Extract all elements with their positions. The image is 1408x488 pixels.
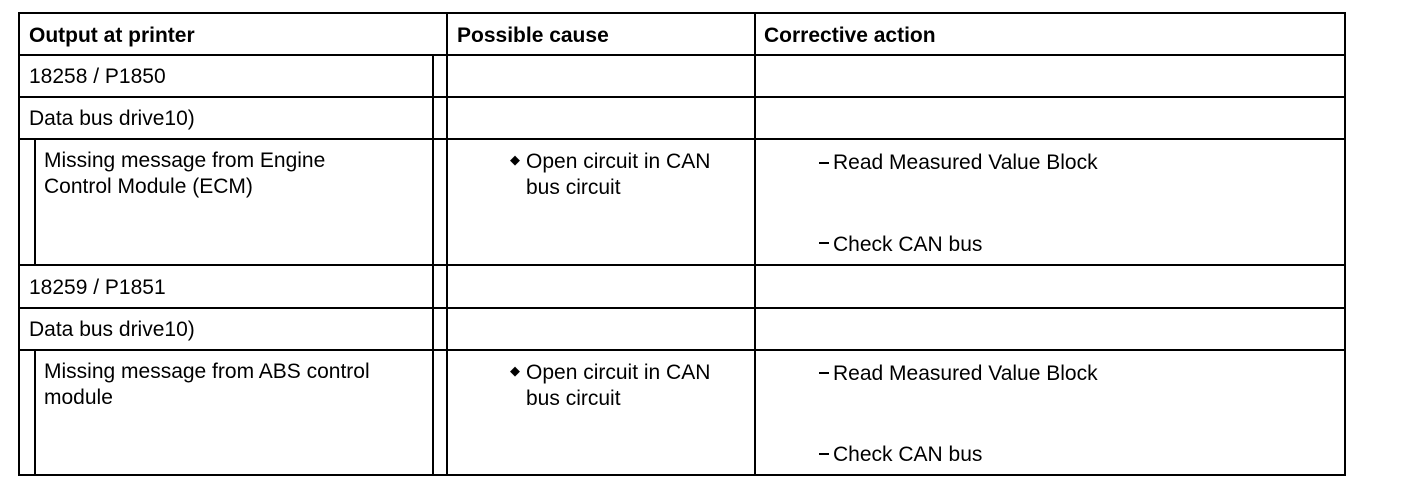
cause-line: bus circuit [526,387,621,410]
message-indent-line [34,138,36,264]
column-divider-cause [446,14,448,474]
bullet-diamond-icon: ◆ [510,152,520,167]
dash-icon [819,242,829,244]
action-step: Read Measured Value Block [833,151,1098,174]
header-corrective-action: Corrective action [764,24,936,47]
action-step: Check CAN bus [833,443,983,466]
cause-line: Open circuit in CAN [526,150,711,173]
header-divider [20,54,1344,56]
fault-code: 18259 / P1851 [29,276,166,299]
message-indent-line [34,349,36,474]
cause-line: bus circuit [526,176,621,199]
row-divider [20,307,1344,309]
header-output-at-printer: Output at printer [29,24,195,47]
row-divider [20,96,1344,98]
action-step: Read Measured Value Block [833,362,1098,385]
row-divider [20,349,1344,351]
fault-message-line: module [44,386,113,409]
dash-icon [819,453,829,455]
fault-message-line: Missing message from Engine [44,149,326,172]
group-divider [20,264,1344,266]
bullet-diamond-icon: ◆ [510,363,520,378]
dash-icon [819,162,829,164]
fault-table: Output at printer Possible cause Correct… [18,12,1346,476]
fault-message-line: Control Module (ECM) [44,175,253,198]
output-inner-divider [432,54,434,474]
row-divider [20,138,1344,140]
header-possible-cause: Possible cause [457,24,609,47]
component-name: Data bus drive10) [29,107,195,130]
component-name: Data bus drive10) [29,318,195,341]
dash-icon [819,372,829,374]
column-divider-action [754,14,756,474]
fault-message-line: Missing message from ABS control [44,360,370,383]
cause-line: Open circuit in CAN [526,361,711,384]
fault-code: 18258 / P1850 [29,65,166,88]
action-step: Check CAN bus [833,233,983,256]
